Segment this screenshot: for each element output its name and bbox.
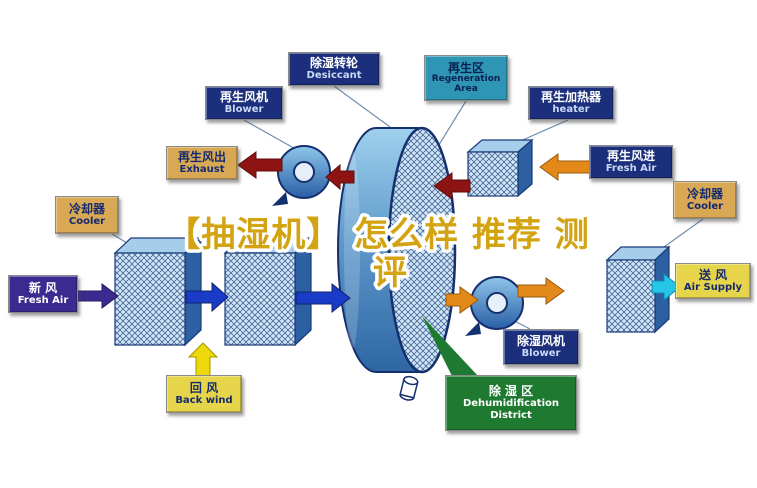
label-regen-blower-zh: 再生风机 (219, 89, 268, 104)
label-exhaust: 再生风出 Exhaust (166, 146, 238, 180)
label-regen-fresh-air-en: Fresh Air (605, 163, 657, 175)
label-dehum-district: 除 湿 区 Dehumidification District (445, 375, 577, 431)
supply-air-box (605, 245, 671, 334)
process-air-arrow-1 (185, 281, 229, 313)
label-desiccant: 除湿转轮 Desiccant (288, 52, 380, 86)
regen-air-arrow-heater-to-rotor (433, 172, 471, 200)
desiccant-rotor-drum (337, 126, 457, 374)
label-fresh-air-zh: 新 风 (28, 280, 58, 295)
watermark-line2: 评 (373, 253, 407, 293)
label-air-supply-zh: 送 风 (698, 267, 728, 282)
label-fresh-air: 新 风 Fresh Air (8, 275, 78, 313)
regen-fan (272, 145, 331, 206)
watermark: 【抽湿机】 怎么样 推荐 测 评 (163, 212, 593, 297)
regen-air-arrow-fan-to-exhaust (237, 151, 283, 179)
label-dehum-blower: 除湿风机 Blower (503, 329, 579, 365)
label-regen-blower: 再生风机 Blower (205, 86, 283, 120)
return-air-arrow (187, 342, 219, 377)
label-regeneration-area-en: Regeneration Area (431, 74, 501, 95)
label-back-wind-zh: 回 风 (189, 380, 219, 395)
label-regen-heater-zh: 再生加热器 (540, 89, 601, 104)
dry-air-arrow-fan-to-box (517, 277, 565, 305)
label-air-supply: 送 风 Air Supply (675, 263, 751, 299)
hot-air-arrow-into-heater (539, 153, 593, 181)
label-cooler-left: 冷却器 Cooler (55, 196, 119, 234)
label-regen-blower-en: Blower (224, 104, 264, 116)
label-cooler-right: 冷却器 Cooler (673, 181, 737, 219)
label-exhaust-zh: 再生风出 (177, 149, 226, 164)
label-fresh-air-en: Fresh Air (17, 295, 69, 307)
label-air-supply-en: Air Supply (683, 282, 743, 294)
heat-exchanger-box-1 (113, 236, 203, 347)
label-back-wind: 回 风 Back wind (166, 375, 242, 413)
label-dehum-district-zh: 除 湿 区 (488, 383, 534, 398)
dry-air-arrow-rotor-to-fan (445, 286, 479, 314)
regen-heater-box (466, 138, 534, 198)
label-regeneration-area-zh: 再生区 (447, 60, 484, 75)
fresh-air-arrow (75, 283, 119, 309)
dehum-district-pointer (422, 316, 478, 376)
label-cooler-left-zh: 冷却器 (68, 201, 105, 216)
label-regen-heater: 再生加热器 heater (528, 86, 614, 120)
label-desiccant-zh: 除湿转轮 (309, 55, 358, 70)
supply-air-arrow (651, 272, 681, 302)
label-regen-heater-en: heater (552, 104, 590, 116)
label-dehum-blower-en: Blower (521, 348, 561, 360)
dehum-fan (465, 276, 524, 336)
label-cooler-right-zh: 冷却器 (686, 186, 723, 201)
label-dehum-district-en2: District (490, 410, 532, 422)
airflow-arrows (75, 151, 681, 377)
label-dehum-blower-zh: 除湿风机 (516, 333, 565, 348)
small-cylinder-icon (399, 375, 419, 401)
label-cooler-right-en: Cooler (686, 201, 724, 213)
label-dehum-district-en: Dehumidification (462, 398, 560, 410)
label-regen-fresh-air: 再生风进 Fresh Air (589, 145, 673, 179)
label-exhaust-en: Exhaust (179, 164, 225, 176)
label-regen-fresh-air-zh: 再生风进 (606, 148, 655, 163)
label-desiccant-en: Desiccant (306, 70, 362, 82)
label-cooler-left-en: Cooler (68, 216, 106, 228)
watermark-line1: 【抽湿机】 怎么样 推荐 测 (166, 215, 590, 255)
process-air-arrow-2 (295, 282, 351, 314)
label-back-wind-en: Back wind (175, 395, 233, 407)
regen-air-arrow-rotor-to-fan (325, 163, 355, 191)
label-regeneration-area: 再生区 Regeneration Area (424, 55, 508, 101)
